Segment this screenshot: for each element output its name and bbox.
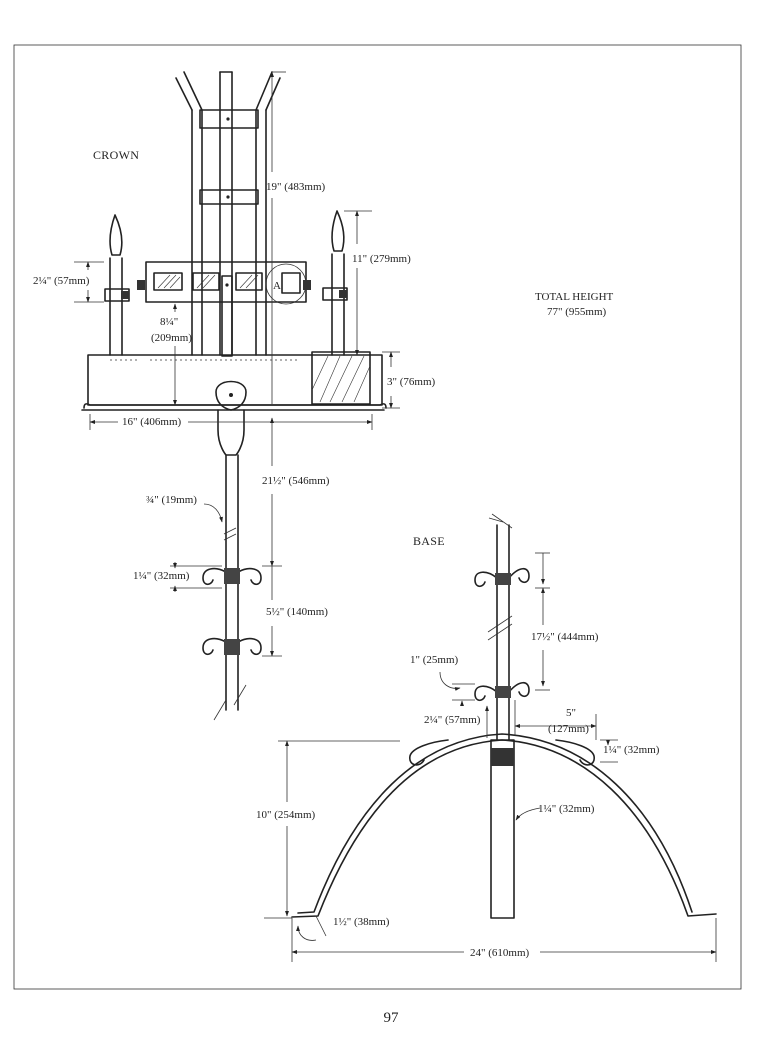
base-dim-scroll-1in: 1" (25mm) — [410, 654, 459, 666]
crown-dim-band: 3" (76mm) — [387, 376, 436, 388]
base-drawing — [291, 513, 717, 919]
base-dim-post: 17½" (444mm) — [531, 631, 599, 643]
total-height-value: 77" (955mm) — [547, 306, 607, 318]
base-dim-post-width: 1¼" (32mm) — [538, 803, 595, 815]
crown-detail-a: A — [273, 280, 281, 292]
crown-dim-box-a: 8¼" — [160, 316, 178, 328]
base-dim-offset-a: 5" — [566, 707, 576, 719]
base-dim-height: 10" (254mm) — [256, 809, 316, 821]
base-title: BASE — [413, 534, 445, 548]
base-dim-foot: 1½" (38mm) — [333, 916, 390, 928]
crown-dim-scroll: 1¼" (32mm) — [133, 570, 190, 582]
crown-dim-width: 16" (406mm) — [122, 416, 182, 428]
crown-drawing — [81, 71, 387, 721]
crown-dim-bar: ¾" (19mm) — [146, 494, 197, 506]
base-dim-width: 24" (610mm) — [470, 947, 530, 959]
crown-title: CROWN — [93, 148, 139, 162]
crown-dim-11in: 11" (279mm) — [352, 253, 411, 265]
crown-dim-finial: 2¼" (57mm) — [33, 275, 90, 287]
crown-dimensions — [74, 71, 400, 657]
total-height-label: TOTAL HEIGHT — [535, 291, 614, 303]
base-dim-scroll: 1¼" (32mm) — [603, 744, 660, 756]
crown-dim-19in: 19" (483mm) — [266, 181, 326, 193]
page-number: 97 — [383, 1010, 399, 1026]
crown-dim-scroll-gap: 5½" (140mm) — [266, 606, 328, 618]
page-border — [13, 44, 742, 990]
base-dim-offset-b: (127mm) — [548, 723, 589, 735]
base-dimensions — [264, 552, 717, 962]
crown-dim-box-b: (209mm) — [151, 332, 192, 344]
base-dim-gap: 2¼" (57mm) — [424, 714, 481, 726]
crown-dim-stem: 21½" (546mm) — [262, 475, 330, 487]
